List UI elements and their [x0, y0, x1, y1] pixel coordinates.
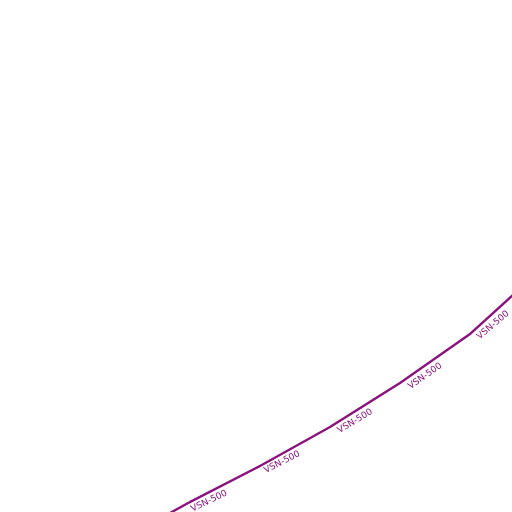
route-line[interactable]: [169, 294, 512, 512]
